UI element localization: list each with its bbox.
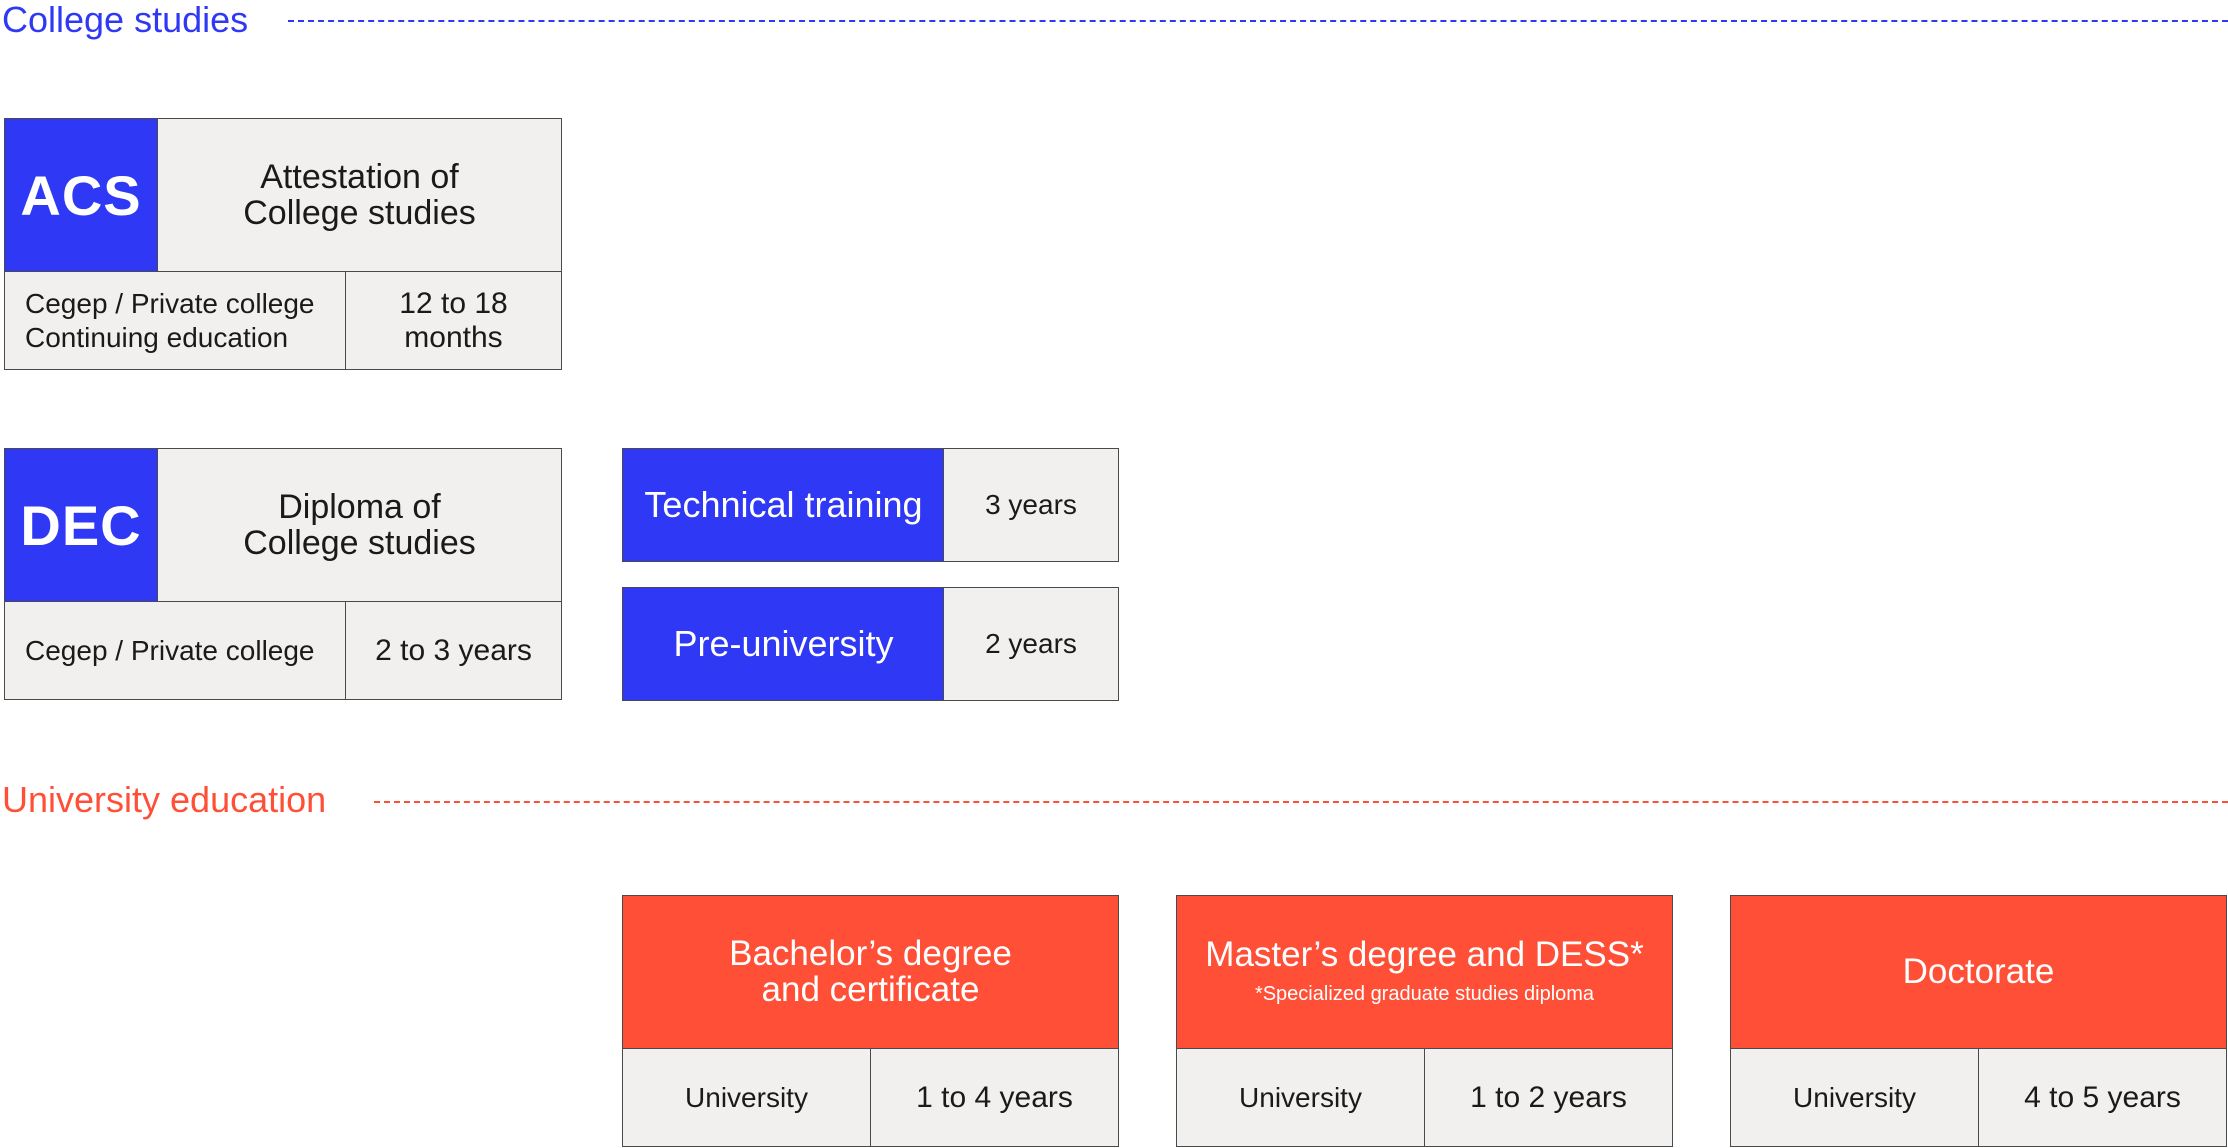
track-preuniversity-label: Pre-university (622, 587, 945, 701)
track-technical-duration: 3 years (943, 448, 1119, 562)
acs-abbr: ACS (4, 118, 158, 272)
track-technical-label: Technical training (622, 448, 945, 562)
program-master-note: *Specialized graduate studies diploma (1254, 983, 1595, 1005)
program-master-title: Master’s degree and DESS* *Specialized g… (1176, 895, 1673, 1049)
dec-duration: 2 to 3 years (345, 601, 562, 700)
program-master-duration: 1 to 2 years (1424, 1048, 1673, 1147)
program-doctorate-title: Doctorate (1730, 895, 2227, 1049)
college-section-title: College studies (2, 0, 249, 40)
college-section-divider (288, 20, 2228, 22)
university-section-title: University education (2, 779, 327, 820)
dec-abbr: DEC (4, 448, 158, 602)
university-section-divider (374, 801, 2228, 803)
dec-institution: Cegep / Private college (4, 601, 346, 700)
program-bachelor-institution: University (622, 1048, 871, 1147)
program-doctorate-duration: 4 to 5 years (1978, 1048, 2227, 1147)
program-bachelor-duration: 1 to 4 years (870, 1048, 1119, 1147)
program-doctorate-institution: University (1730, 1048, 1979, 1147)
track-preuniversity-duration: 2 years (943, 587, 1119, 701)
program-master-institution: University (1176, 1048, 1425, 1147)
